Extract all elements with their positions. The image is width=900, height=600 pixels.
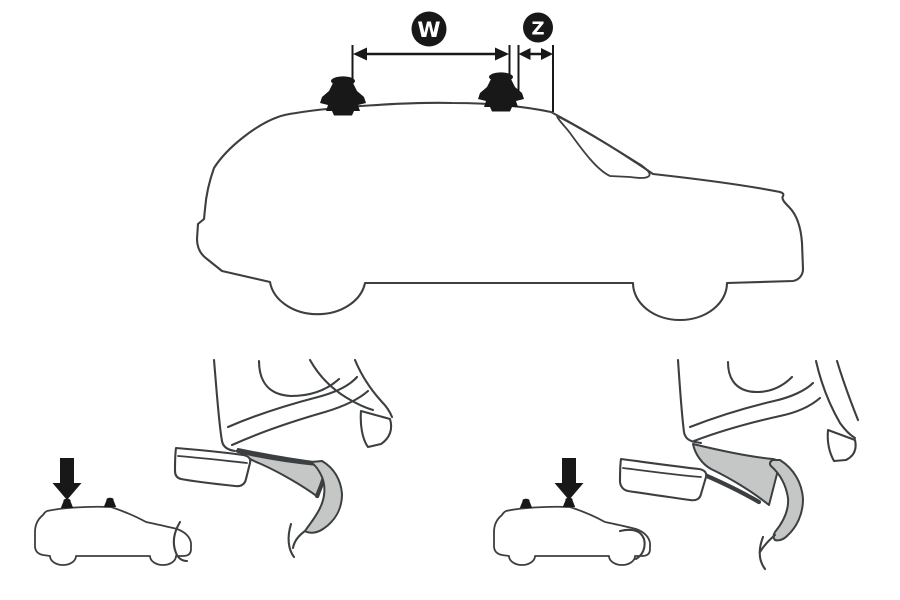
- car-body-outline: [195, 101, 805, 322]
- door-jamb-bracket-detail: [618, 358, 860, 571]
- down-arrow-icon: [52, 458, 82, 500]
- dimension-annotations: W Z: [351, 11, 554, 112]
- car-side-view: [195, 72, 805, 322]
- windshield-glass: [556, 115, 651, 179]
- w-label: W: [417, 18, 440, 42]
- fitpoint-panel-left: [35, 358, 394, 565]
- z-dimension-arrow: [518, 48, 553, 60]
- roof-mount-front: [478, 72, 524, 112]
- fitpoint-panel-right: [494, 358, 860, 571]
- door-panel-lines: [212, 358, 394, 453]
- door-sill-ledge: [173, 446, 252, 488]
- w-dimension-badge: W: [411, 11, 447, 47]
- z-dimension-badge: Z: [523, 12, 553, 43]
- lower-panel-arc: [618, 528, 646, 561]
- pillar-foot: [826, 428, 857, 463]
- w-badge-circle: [411, 11, 447, 47]
- z-badge-circle: [523, 12, 553, 43]
- small-car-icon: [35, 498, 191, 565]
- door-sill-ledge: [618, 457, 708, 502]
- pillar-foot: [359, 409, 393, 449]
- down-arrow-icon: [554, 458, 584, 500]
- roof-mount-rear: [320, 76, 366, 116]
- door-panel-lines: [676, 358, 860, 445]
- hook-tail: [291, 529, 307, 550]
- lower-panel-arc: [172, 520, 189, 563]
- w-dimension-arrow: [353, 47, 509, 61]
- pillar-tail: [287, 522, 296, 559]
- pillar-tail: [758, 535, 767, 571]
- door-jamb-bracket-detail: [172, 358, 394, 563]
- z-label: Z: [531, 19, 544, 40]
- mounting-bracket-area: [237, 448, 329, 498]
- small-car-icon: [494, 498, 650, 565]
